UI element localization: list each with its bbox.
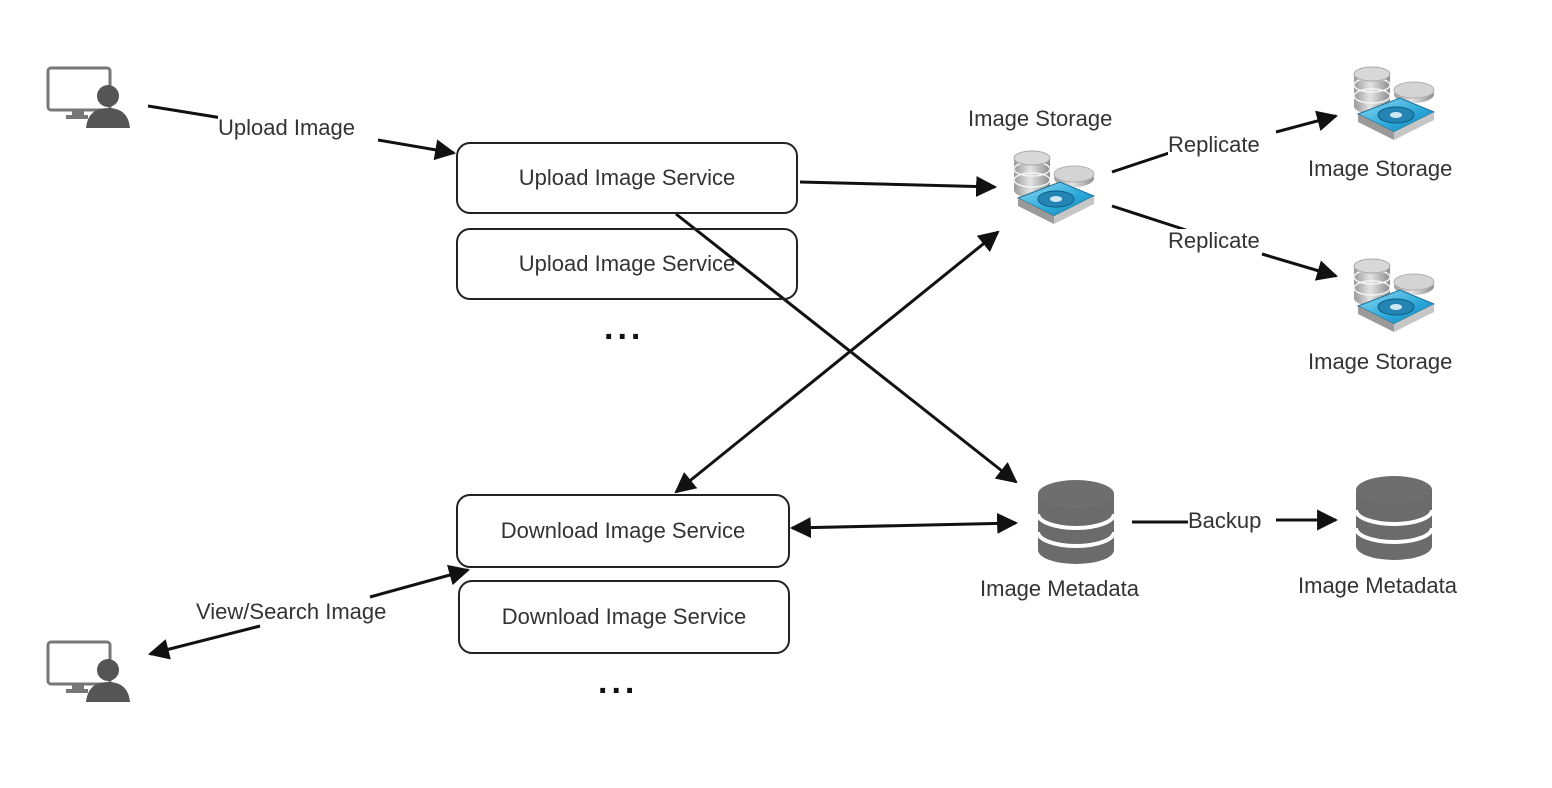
upload-image-service-2[interactable]: Upload Image Service	[456, 228, 798, 300]
edge-replicate-1-a	[1111, 150, 1173, 174]
download-image-service-1[interactable]: Download Image Service	[456, 494, 790, 568]
edge-view-search-a	[369, 564, 471, 599]
edges	[147, 104, 1339, 660]
edge-upload-to-storage	[799, 176, 998, 198]
edge-replicate-2-a	[1111, 204, 1187, 232]
service-label: Upload Image Service	[518, 251, 736, 276]
service-label: Download Image Service	[501, 604, 747, 629]
download-image-service-2[interactable]: Download Image Service	[458, 580, 790, 654]
upload-services-ellipsis: ...	[604, 309, 645, 347]
user-computer-icon	[46, 640, 132, 704]
edge-label-replicate-1: Replicate	[1168, 132, 1260, 157]
service-label: Download Image Service	[500, 518, 746, 543]
edge-label-upload-image: Upload Image	[218, 115, 355, 140]
image-metadata-label: Image Metadata	[980, 576, 1139, 601]
edge-view-search-b	[147, 624, 261, 660]
image-storage-label: Image Storage	[968, 106, 1113, 131]
download-services-ellipsis: ...	[598, 663, 639, 701]
edge-upload-image	[147, 104, 454, 153]
storage-disk-icon	[1353, 258, 1435, 333]
upload-image-service-1[interactable]: Upload Image Service	[456, 142, 798, 214]
edge-download-storage	[674, 230, 1000, 494]
database-icon	[1036, 478, 1116, 566]
storage-disk-icon	[1013, 150, 1095, 225]
image-storage-replica-2-label: Image Storage	[1308, 349, 1453, 374]
service-label: Upload Image Service	[518, 165, 736, 190]
edge-label-backup: Backup	[1188, 508, 1262, 533]
edge-replicate-1-b	[1275, 110, 1339, 134]
image-metadata-backup-label: Image Metadata	[1298, 573, 1457, 598]
database-icon	[1354, 474, 1434, 562]
edge-label-view-search: View/Search Image	[196, 599, 387, 624]
edge-replicate-2-b	[1261, 252, 1339, 281]
storage-disk-icon	[1353, 66, 1435, 141]
image-storage-replica-1-label: Image Storage	[1308, 156, 1453, 181]
edge-label-replicate-2: Replicate	[1168, 228, 1260, 253]
edge-download-metadata	[789, 512, 1019, 539]
user-computer-icon	[46, 66, 132, 130]
